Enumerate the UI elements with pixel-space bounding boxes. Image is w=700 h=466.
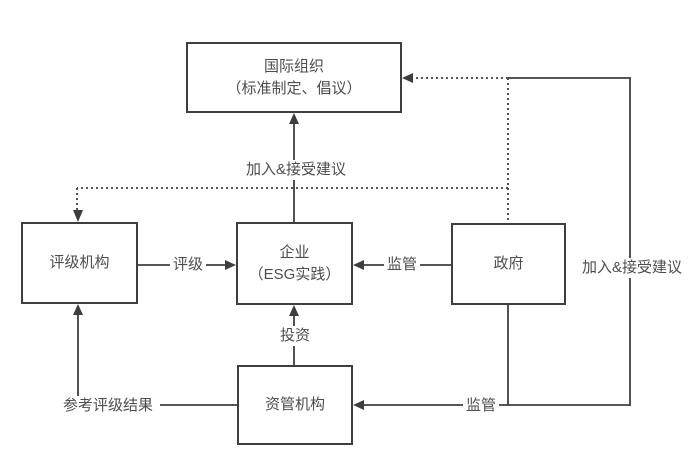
node-label-line1: 资管机构 <box>264 396 325 414</box>
edge-regulate-asset-manager-arrowhead <box>353 400 364 410</box>
edge-label-join-accept-center: 加入&接受建议 <box>242 160 350 180</box>
edge-intl-org-arrowhead <box>402 73 413 83</box>
node-label-line1: 国际组织 <box>263 57 324 75</box>
node-international-organization: 国际组织 （标准制定、倡议） <box>186 42 402 113</box>
node-label-line1: 政府 <box>493 255 524 273</box>
edge-label-regulate-enterprise: 监管 <box>383 255 421 275</box>
node-rating-agency: 评级机构 <box>21 222 138 304</box>
node-label-line2: （ESG实践） <box>248 265 341 283</box>
edge-rating-arrowhead <box>225 260 236 270</box>
edge-label-invest: 投资 <box>276 326 314 346</box>
edge-invest-arrowhead <box>289 305 299 316</box>
node-government: 政府 <box>451 223 566 305</box>
edge-label-regulate-asset-manager: 监管 <box>462 396 500 416</box>
edge-regulate-enterprise-arrowhead <box>353 260 364 270</box>
edge-label-rating: 评级 <box>169 255 207 275</box>
node-label-line1: 评级机构 <box>49 254 110 272</box>
node-asset-management-institution: 资管机构 <box>237 365 353 445</box>
edge-dotted-rating-agency-arrowhead <box>73 210 83 222</box>
edge-join-center-arrowhead <box>289 113 299 124</box>
edge-label-reference-rating-result: 参考评级结果 <box>59 396 157 416</box>
edge-label-join-accept-right: 加入&接受建议 <box>578 258 686 278</box>
node-label-line1: 企业 <box>279 243 310 261</box>
node-enterprise-esg-practice: 企业 （ESG实践） <box>236 222 353 305</box>
node-label-line2: （标准制定、倡议） <box>226 79 362 97</box>
edge-reference-rating-arrowhead <box>73 304 83 315</box>
